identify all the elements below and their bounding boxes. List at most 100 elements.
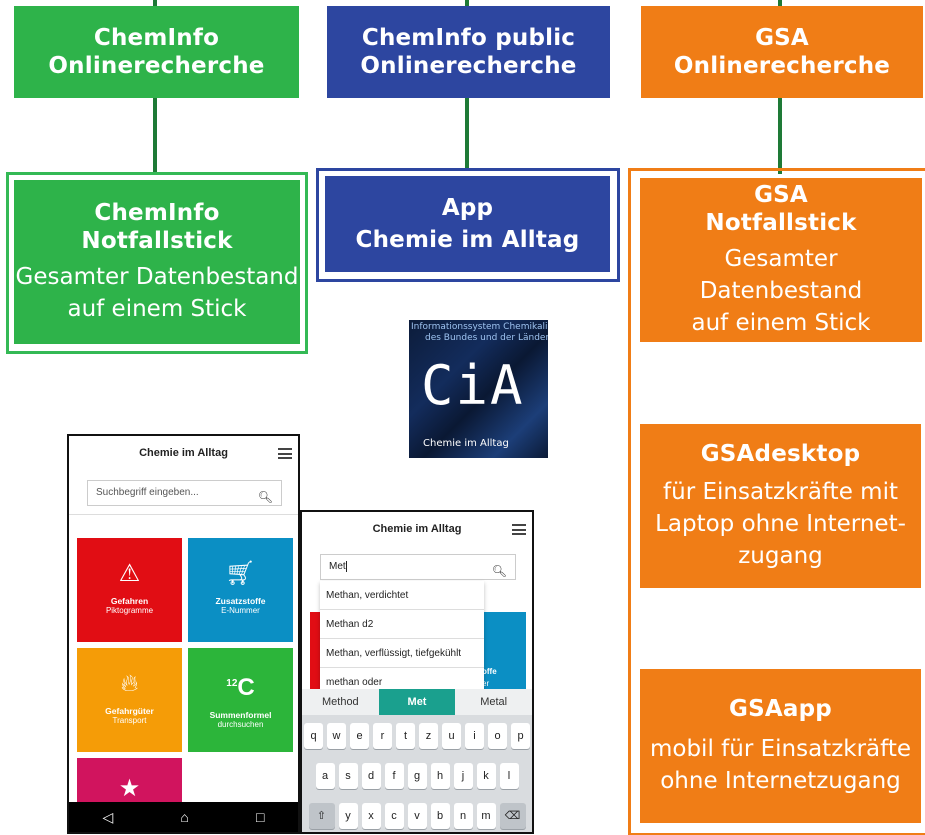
connector-line-blue xyxy=(465,0,469,9)
warning-icon: ⚠ xyxy=(118,560,141,587)
app-header-title: Chemie im Alltag xyxy=(372,523,462,535)
connector-line-orange xyxy=(778,0,782,9)
search-input[interactable]: Met 🔍︎ xyxy=(320,554,516,580)
tile-gefahrgueter[interactable]: 🔥︎ Gefahrgüter Transport xyxy=(77,648,182,752)
key[interactable]: g xyxy=(407,763,427,789)
box-title: ChemInfo xyxy=(93,25,220,51)
key[interactable]: w xyxy=(327,723,346,749)
key[interactable]: j xyxy=(453,763,473,789)
logo-wordmark: CiA xyxy=(421,354,525,417)
box-title: Onlinerecherche xyxy=(673,53,891,79)
prediction-item[interactable]: Metal xyxy=(480,696,508,708)
cheminfo-stick-box: ChemInfo Notfallstick Gesamter Datenbest… xyxy=(14,180,300,344)
tile-gefahren[interactable]: ⚠ Gefahren Piktogramme xyxy=(77,538,182,642)
key[interactable]: l xyxy=(499,763,519,789)
box-description: auf einem Stick xyxy=(67,296,247,322)
box-description: Laptop ohne Internet- xyxy=(655,511,906,537)
search-input[interactable]: Suchbegriff eingeben... 🔍︎ xyxy=(87,480,282,506)
tile-title: Gefahrgüter xyxy=(105,706,154,716)
search-icon[interactable]: 🔍︎ xyxy=(491,564,507,578)
search-icon[interactable]: 🔍︎ xyxy=(257,490,273,504)
cia-logo: Informationssystem Chemikalien des Bunde… xyxy=(409,320,548,458)
tile-subtitle: Transport xyxy=(112,716,147,725)
onscreen-keyboard: q w e r t z u i o p a s d f g h j k l ⇧ … xyxy=(302,715,532,832)
box-title: GSA xyxy=(754,182,808,208)
prediction-item[interactable]: Method xyxy=(321,696,359,708)
tile-subtitle: Piktogramme xyxy=(105,606,154,615)
key[interactable]: x xyxy=(361,803,381,829)
prediction-item[interactable]: Met xyxy=(378,689,456,715)
box-title: GSA xyxy=(755,25,809,51)
logo-caption: Chemie im Alltag xyxy=(423,438,509,449)
logo-line: des Bundes und der Länder xyxy=(425,333,548,343)
search-value: Met xyxy=(329,561,346,572)
key[interactable]: a xyxy=(315,763,335,789)
key[interactable]: t xyxy=(396,723,415,749)
key[interactable]: d xyxy=(361,763,381,789)
tile-peek-text: er xyxy=(482,679,490,688)
key[interactable]: n xyxy=(453,803,473,829)
logo-line: Informationssystem Chemikalien xyxy=(411,322,548,332)
connector-line-green xyxy=(153,96,157,172)
shift-key-icon[interactable]: ⇧ xyxy=(308,803,335,829)
key[interactable]: f xyxy=(384,763,404,789)
tile-summenformel[interactable]: 12C Summenformel durchsuchen xyxy=(188,648,293,752)
keyboard-row: a s d f g h j k l xyxy=(302,763,532,789)
key[interactable]: e xyxy=(350,723,369,749)
cheminfo-stick-frame xyxy=(6,172,308,354)
menu-icon[interactable] xyxy=(278,448,292,459)
tile-subtitle: durchsuchen xyxy=(217,720,264,729)
tile-title: Summenformel xyxy=(209,710,272,720)
phone-screenshot-search: Chemie im Alltag Met 🔍︎ offe er Methan, … xyxy=(300,510,534,834)
key[interactable]: v xyxy=(407,803,427,829)
box-description: ohne Internetzugang xyxy=(660,768,901,794)
key[interactable]: c xyxy=(384,803,404,829)
tile-title: Gefahren xyxy=(110,596,149,606)
box-title: ChemInfo public xyxy=(361,25,576,51)
suggestion-item[interactable]: Methan, verdichtet xyxy=(320,581,484,610)
backspace-key-icon[interactable]: ⌫ xyxy=(499,803,526,829)
box-title: Onlinerecherche xyxy=(48,53,265,79)
tile-zusatzstoffe[interactable]: 🛒︎ Zusatzstoffe E-Nummer xyxy=(188,538,293,642)
key[interactable]: y xyxy=(338,803,358,829)
recents-icon[interactable]: □ xyxy=(255,809,265,825)
tile-favoriten[interactable]: ★ xyxy=(77,758,182,808)
key[interactable]: q xyxy=(304,723,323,749)
key[interactable]: m xyxy=(476,803,496,829)
cart-icon: 🛒︎ xyxy=(225,560,256,587)
search-placeholder: Suchbegriff eingeben... xyxy=(96,487,199,498)
connector-line-green xyxy=(153,0,157,9)
box-title: Notfallstick xyxy=(705,210,857,236)
suggestion-item[interactable]: methan oder xyxy=(326,677,383,688)
key[interactable]: b xyxy=(430,803,450,829)
key[interactable]: z xyxy=(419,723,438,749)
box-title: GSAapp xyxy=(729,696,832,722)
header-divider xyxy=(69,514,298,515)
word-prediction-bar: Method Met Metal xyxy=(302,689,532,715)
home-icon[interactable]: ⌂ xyxy=(180,809,189,825)
flame-icon: 🔥︎ xyxy=(120,670,139,697)
key[interactable]: u xyxy=(442,723,461,749)
key[interactable]: o xyxy=(488,723,507,749)
key[interactable]: i xyxy=(465,723,484,749)
gsa-stick-box: GSA Notfallstick Gesamter Datenbestand a… xyxy=(640,178,922,342)
key[interactable]: s xyxy=(338,763,358,789)
cheminfo-public-online-box: ChemInfo public Onlinerecherche xyxy=(327,6,610,98)
back-icon[interactable]: ◁ xyxy=(102,808,114,825)
tile-peek-text: offe xyxy=(482,667,497,676)
box-description: Gesamter Datenbestand xyxy=(15,264,299,290)
box-title: ChemInfo xyxy=(94,200,220,226)
gsa-group-frame xyxy=(628,168,925,835)
android-nav-bar: ◁ ⌂ □ xyxy=(69,802,298,832)
key[interactable]: k xyxy=(476,763,496,789)
key[interactable]: r xyxy=(373,723,392,749)
suggestion-item[interactable]: Methan d2 xyxy=(320,610,484,639)
key[interactable]: p xyxy=(511,723,530,749)
box-description: auf einem Stick xyxy=(691,310,871,336)
app-frame xyxy=(316,168,620,282)
key[interactable]: h xyxy=(430,763,450,789)
tile-subtitle: E-Nummer xyxy=(221,606,260,615)
keyboard-row: ⇧ y x c v b n m ⌫ xyxy=(302,803,532,829)
suggestion-item[interactable]: Methan, verflüssigt, tiefgekühlt xyxy=(320,639,484,668)
menu-icon[interactable] xyxy=(512,524,526,535)
